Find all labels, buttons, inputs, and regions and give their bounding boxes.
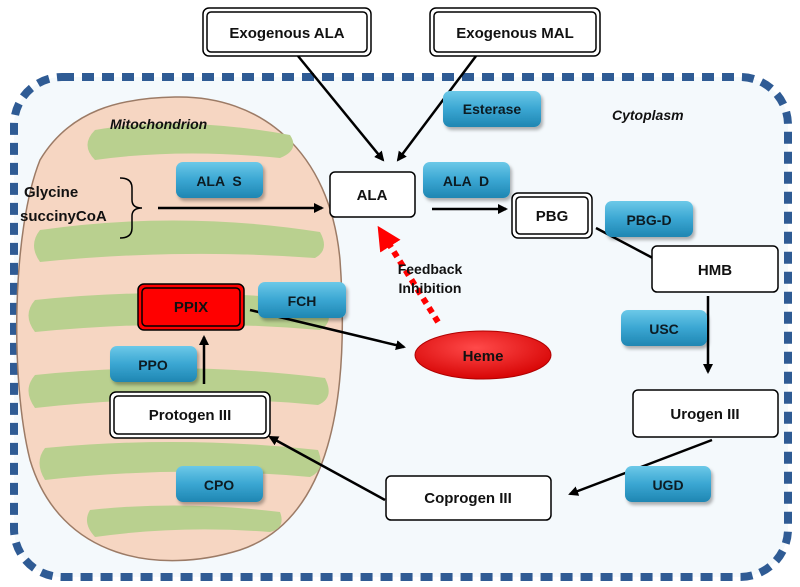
enzyme-ala-d: ALA D bbox=[423, 162, 510, 198]
arrow-exoala-to-ala bbox=[297, 55, 385, 162]
enzyme-ppo: PPO bbox=[110, 346, 197, 382]
arrow-exomal-to-ala bbox=[396, 55, 477, 162]
cristae bbox=[28, 123, 329, 537]
ala-s-label: ALA S bbox=[196, 173, 241, 189]
exogenous-mal-label: Exogenous MAL bbox=[456, 25, 574, 42]
mitochondrion-label: Mitochondrion bbox=[110, 116, 207, 132]
enzyme-esterase: Esterase bbox=[443, 91, 541, 127]
ppo-label: PPO bbox=[138, 357, 168, 373]
ugd-label: UGD bbox=[652, 477, 683, 493]
substrate-brace bbox=[119, 177, 143, 239]
enzyme-pbg-d: PBG-D bbox=[605, 201, 693, 237]
enzyme-fch: FCH bbox=[258, 282, 346, 318]
feedback-label-line1: Feedback bbox=[398, 261, 463, 277]
hmb-box: HMB bbox=[651, 245, 779, 293]
glycine-label: Glycine bbox=[24, 184, 78, 201]
ppix-label: PPIX bbox=[174, 299, 208, 316]
heme-node: Heme bbox=[414, 330, 552, 380]
protogen-label: Protogen III bbox=[149, 407, 232, 424]
exogenous-ala-label: Exogenous ALA bbox=[229, 25, 344, 42]
pbg-label: PBG bbox=[536, 208, 569, 225]
succinylcoa-label: succinyCoA bbox=[20, 208, 107, 225]
pbg-box: PBG bbox=[511, 192, 593, 239]
ala-d-label: ALA D bbox=[443, 173, 489, 189]
exogenous-ala-box: Exogenous ALA bbox=[202, 7, 372, 57]
feedback-inhibition-arrow bbox=[377, 225, 441, 324]
enzyme-ugd: UGD bbox=[625, 466, 711, 502]
ala-label: ALA bbox=[357, 187, 388, 204]
ppix-box: PPIX bbox=[137, 283, 245, 331]
exogenous-mal-box: Exogenous MAL bbox=[429, 7, 601, 57]
esterase-label: Esterase bbox=[463, 101, 522, 117]
coprogen-label: Coprogen III bbox=[424, 490, 512, 507]
usc-label: USC bbox=[649, 321, 679, 337]
cpo-label: CPO bbox=[204, 477, 234, 493]
enzyme-cpo: CPO bbox=[176, 466, 263, 502]
coprogen-box: Coprogen III bbox=[385, 475, 552, 521]
enzyme-usc: USC bbox=[621, 310, 707, 346]
cytoplasm-label: Cytoplasm bbox=[612, 107, 684, 123]
feedback-label-line2: Inhibition bbox=[399, 280, 462, 296]
urogen-box: Urogen III bbox=[632, 389, 779, 438]
enzyme-ala-s: ALA S bbox=[176, 162, 263, 198]
hmb-label: HMB bbox=[698, 262, 732, 279]
ala-box: ALA bbox=[329, 171, 416, 218]
protogen-box: Protogen III bbox=[109, 391, 271, 439]
heme-label: Heme bbox=[463, 348, 504, 365]
fch-label: FCH bbox=[288, 293, 317, 309]
arrow-coprogen-to-protogen bbox=[268, 435, 386, 502]
pbg-d-label: PBG-D bbox=[626, 212, 671, 228]
urogen-label: Urogen III bbox=[670, 406, 739, 423]
